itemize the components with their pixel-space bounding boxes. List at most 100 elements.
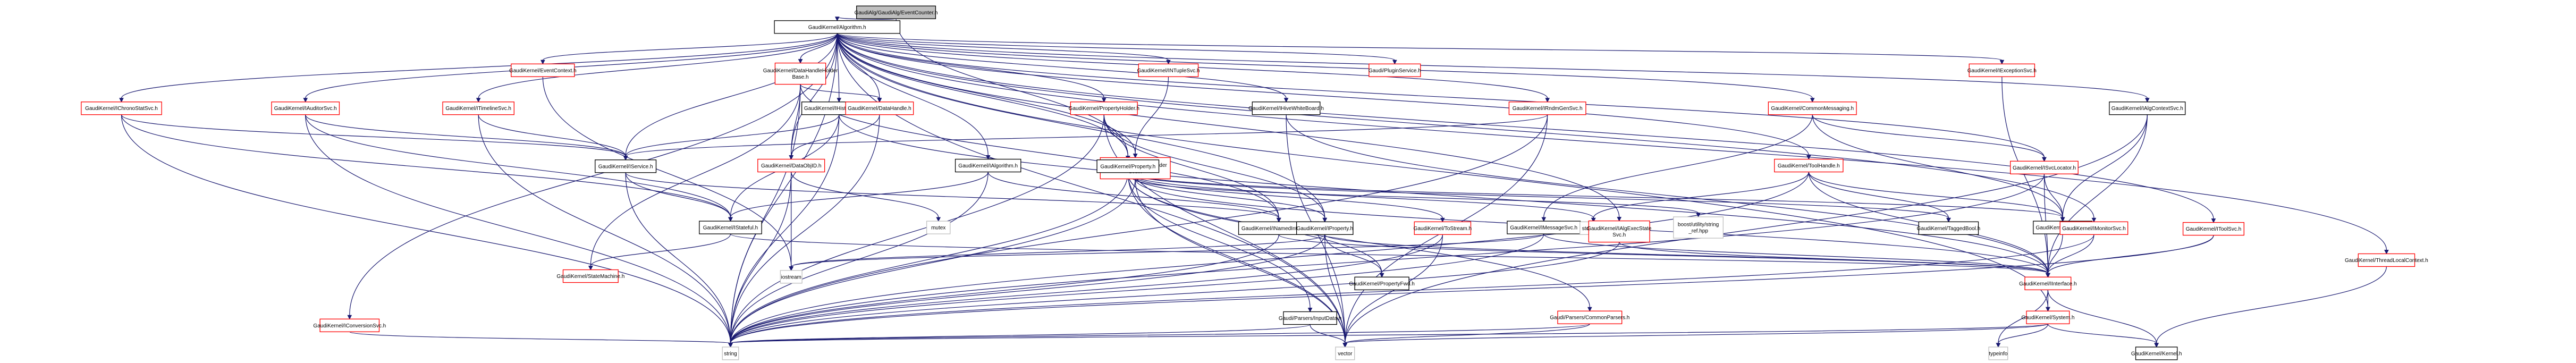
node-commonmessaging[interactable]: GaudiKernel/CommonMessaging.h [1768,102,1857,115]
node-iexception[interactable]: GaudiKernel/IExceptionSvc.h [1967,63,2037,77]
edge-isvclocator-to-string [730,174,2045,343]
arrowhead-datahandle-to-dataobjid [789,155,794,160]
arrowhead-property-to-inputdata [1307,308,1313,313]
node-ialgorithm[interactable]: GaudiKernel/IAlgorithm.h [955,158,1021,173]
node-box [722,347,739,360]
arrowhead-interface-to-system [2046,307,2050,312]
node-iauditor[interactable]: GaudiKernel/IAuditorSvc.h [271,102,340,115]
edge-property-to-commonparsers [1127,172,1590,308]
arrowhead-istateful-to-statemachine [588,266,593,271]
node-box [1070,102,1138,115]
node-root[interactable]: GaudiAlg/GaudiAlg/EventCounter.h [855,5,938,19]
edge-algorithm-to-datahandleholder [800,33,838,60]
node-box [442,102,514,115]
node-inputdata[interactable]: Gaudi/Parsers/InputData.h [1279,311,1341,325]
node-label: typeinfo [1989,351,2007,357]
edge-toolhandle-to-string [730,172,1809,343]
node-itoolsvc[interactable]: GaudiKernel/IToolSvc.h [2182,222,2244,236]
edge-algorithm-to-toolhandle [837,33,1809,156]
edge-property-to-iproperty [1127,172,1325,218]
arrowhead-root-to-algorithm [834,16,840,21]
node-label: Gaudi/Parsers/InputData.h [1279,316,1341,322]
node-taggedbool[interactable]: GaudiKernel/TaggedBool.h [1917,221,1981,235]
node-imessagesvc[interactable]: GaudiKernel/IMessageSvc.h [1507,221,1581,234]
node-propertyholder[interactable]: GaudiKernel/PropertyHolder.h [1069,102,1139,115]
edge-ialgorithm-to-istateful [730,172,989,218]
arrowhead-algorithm-to-itoolsvc [2211,218,2216,223]
node-label: GaudiKernel/ISvcLocator.h [2013,165,2076,171]
node-label: GaudiKernel/ThreadLocalContext.h [2345,258,2428,264]
edge-algorithm-to-idataprovider [837,33,1136,154]
node-box [955,158,1021,173]
node-box [2358,253,2415,267]
edge-irndmgen-to-string [730,114,1548,343]
node-datahandle[interactable]: GaudiKernel/DataHandle.h [845,102,914,115]
node-imonitorsvc[interactable]: GaudiKernel/IMonitorSvc.h [2059,221,2129,235]
node-dataobjid[interactable]: GaudiKernel/DataObjID.h [757,158,825,173]
node-label: GaudiKernel/IStateful.h [703,225,758,231]
node-interface[interactable]: GaudiKernel/IInterface.h [2019,276,2077,290]
edge-imonitorsvc-to-string [730,234,2094,343]
node-eventcontext[interactable]: GaudiKernel/EventContext.h [509,63,577,77]
edge-algorithm-to-threadlocalcontext [837,33,2387,250]
edge-iservice-to-istateful [625,172,731,218]
node-box [271,102,340,115]
node-iservice[interactable]: GaudiKernel/IService.h [595,159,657,173]
node-intuple[interactable]: GaudiKernel/INTupleSvc.h [1137,63,1200,77]
edge-algorithm-to-system [837,33,2048,308]
node-box [1768,102,1857,115]
edge-iexception-to-interface [2001,77,2048,274]
node-box [757,158,825,173]
node-iconversion[interactable]: GaudiKernel/IConversionSvc.h [313,318,386,332]
node-property[interactable]: GaudiKernel/Property.h [1096,159,1160,173]
edge-property-to-taggedbool [1127,172,1949,218]
node-label: GaudiKernel/IInterface.h [2019,281,2076,287]
node-label: GaudiKernel/Property.h [1100,164,1155,170]
node-ichronostat[interactable]: GaudiKernel/IChronoStatSvc.h [81,102,162,115]
node-iproperty[interactable]: GaudiKernel/IProperty.h [1296,221,1354,235]
node-threadlocalcontext[interactable]: GaudiKernel/ThreadLocalContext.h [2345,253,2428,267]
edge-idataprovider-to-string [730,179,1136,343]
node-label: GaudiKernel/IMonitorSvc.h [2062,226,2126,232]
node-box [926,221,951,234]
edge-ichronostat-to-istateful [121,114,731,218]
node-ialgcontext[interactable]: GaudiKernel/IAlgContextSvc.h [2109,102,2186,115]
node-itimeline[interactable]: GaudiKernel/ITimelineSvc.h [442,102,514,115]
edge-algorithm-to-iservice [625,33,838,156]
node-toolhandle[interactable]: GaudiKernel/ToolHandle.h [1774,158,1844,173]
arrowhead-algorithm-to-imonitorsvc [2091,217,2097,223]
edge-algorithm-to-ialgcontext [837,33,2148,99]
node-istateful[interactable]: GaudiKernel/IStateful.h [699,221,762,234]
node-ihivewhiteboard[interactable]: GaudiKernel/IHiveWhiteBoard.h [1248,102,1324,115]
node-tostream[interactable]: GaudiKernel/ToStream.h [1414,221,1472,235]
edge-property-to-string [730,172,1128,343]
node-algorithm[interactable]: GaudiKernel/Algorithm.h [774,20,901,34]
node-pluginservice[interactable]: Gaudi/PluginService.h [1369,63,1421,77]
edge-interface-to-typeinfo [1998,290,2048,343]
node-box [1988,347,2008,360]
node-label: GaudiKernel/CommonMessaging.h [1771,106,1854,112]
node-irndmgen[interactable]: GaudiKernel/IRndmGenSvc.h [1508,102,1586,115]
node-box [2059,221,2129,235]
node-label: GaudiKernel/IHistogramSvc.h [804,106,874,112]
edge-datahandle-to-dataobjid [791,114,880,156]
node-label: string [724,351,737,357]
arrowhead-iproperty-to-iostream [789,266,794,271]
arrowhead-property-to-iproperty [1322,217,1328,223]
edge-system-to-string [730,323,2048,344]
node-kernel[interactable]: GaudiKernel/Kernel.h [2131,347,2182,360]
node-box [1918,221,1979,235]
node-label: GaudiKernel/EventContext.h [509,68,577,74]
node-commonparsers[interactable]: Gaudi/Parsers/CommonParsers.h [1550,310,1629,324]
node-system[interactable]: GaudiKernel/System.h [2021,310,2074,324]
node-isvclocator[interactable]: GaudiKernel/ISvcLocator.h [2010,161,2079,174]
edge-dataobjid-to-mutex [791,172,939,218]
node-box [1138,63,1199,77]
node-propertyfwd[interactable]: GaudiKernel/PropertyFwd.h [1349,276,1415,290]
arrowhead-commonmessaging-to-imessagesvc [1541,217,1547,222]
edge-iproperty-to-interface [1324,234,2048,274]
edge-datahandleholder-to-statemachine [590,84,801,266]
node-statemachine[interactable]: GaudiKernel/StateMachine.h [556,269,624,283]
